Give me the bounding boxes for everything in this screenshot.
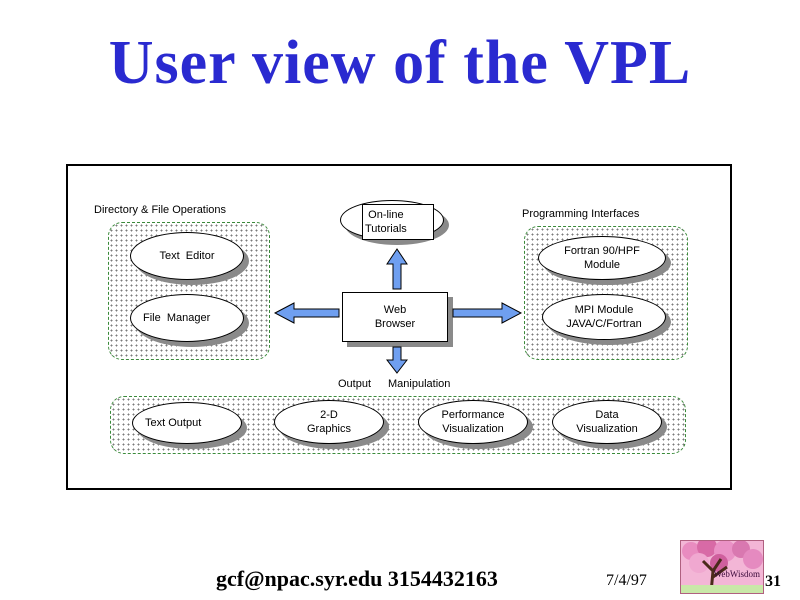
fortran-module-node: Fortran 90/HPF Module xyxy=(538,236,666,280)
logo-text: WebWisdom xyxy=(713,569,760,579)
footer-date: 7/4/97 xyxy=(606,572,647,589)
arrow-up-to-tutorials xyxy=(386,248,408,290)
arrow-right-to-mpi xyxy=(452,302,522,324)
arrow-down-to-output xyxy=(386,346,408,374)
output-caption: Output xyxy=(338,378,372,390)
tutorials-node: On-line Tutorials xyxy=(362,204,434,240)
text-output-label: Text Output xyxy=(145,417,202,429)
diagram-frame: Directory & File Operations Programming … xyxy=(66,164,732,490)
web-browser-node: Web Browser xyxy=(342,292,448,342)
text-editor-label: Text Editor xyxy=(159,250,215,262)
file-manager-node: File Manager xyxy=(130,294,244,342)
mpi-module-node: MPI Module JAVA/C/Fortran xyxy=(542,294,666,340)
text-editor-node: Text Editor xyxy=(130,232,244,280)
slide-title: User view of the VPL xyxy=(108,29,692,97)
performance-visualization-node: Performance Visualization xyxy=(418,400,528,444)
group-label-programming: Programming Interfaces xyxy=(522,208,640,220)
text-output-node: Text Output xyxy=(132,402,242,444)
page-number: 31 xyxy=(765,573,781,590)
manipulation-caption: Manipulation xyxy=(388,378,451,390)
data-visualization-node: Data Visualization xyxy=(552,400,662,444)
tree-icon xyxy=(681,541,763,593)
footer-email: gcf@npac.syr.edu 3154432163 xyxy=(216,566,498,591)
group-label-directory: Directory & File Operations xyxy=(94,204,227,216)
file-manager-label: File Manager xyxy=(143,312,211,324)
arrow-left-to-file-manager xyxy=(274,302,340,324)
webwisdom-logo: WebWisdom xyxy=(680,540,764,594)
graphics-2d-node: 2-D Graphics xyxy=(274,400,384,444)
